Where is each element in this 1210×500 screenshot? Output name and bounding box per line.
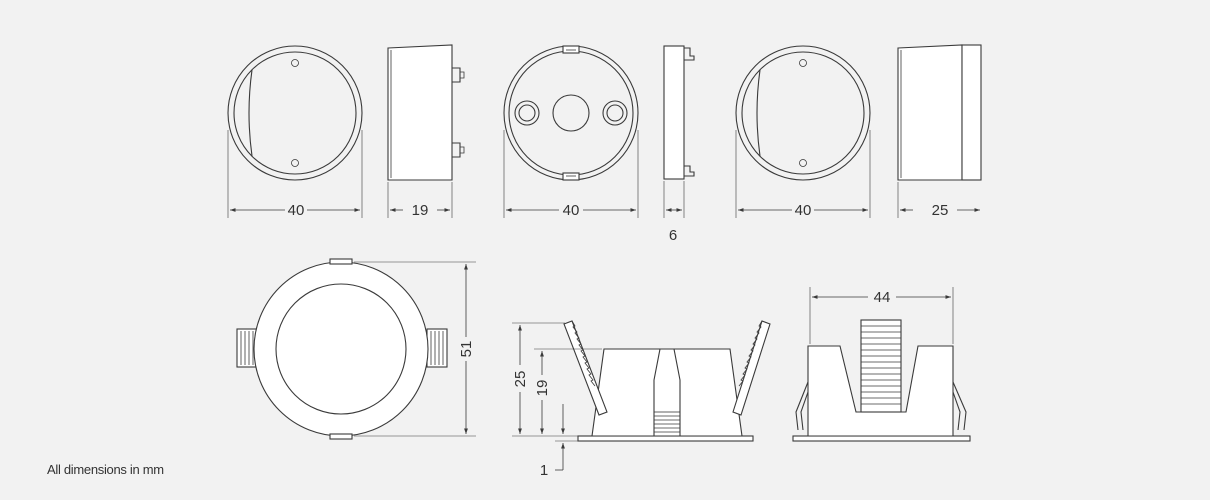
view-mounting-ring-top: 51 [236, 258, 476, 440]
units-footnote: All dimensions in mm [47, 462, 164, 477]
dim-view2-depth: 19 [412, 202, 429, 219]
dim-view5-width: 40 [795, 202, 812, 219]
view-1-front-disc: 40 [227, 45, 363, 219]
view-5-front-disc: 40 [735, 45, 871, 219]
dim-bottom-diameter: 51 [458, 341, 475, 358]
view-front-with-clips: 44 [792, 287, 971, 442]
dim-view1-width: 40 [288, 202, 305, 219]
dim-side-flange: 1 [540, 462, 548, 479]
ribbed-spring [861, 325, 901, 405]
dim-side-height-total: 25 [512, 371, 529, 388]
dim-view4-depth: 6 [669, 227, 677, 244]
dim-side-height-body: 19 [534, 380, 551, 397]
view-6-side-profile: 25 [897, 44, 982, 219]
view-3-back-disc: 40 [503, 45, 639, 219]
view-side-with-clips: 25 19 1 [512, 320, 771, 479]
dim-view3-width: 40 [563, 202, 580, 219]
dim-view6-depth: 25 [932, 202, 949, 219]
dim-front-width: 44 [874, 289, 891, 306]
view-4-thin-plate: 6 [663, 45, 695, 244]
view-2-side-profile: 19 [387, 44, 465, 219]
